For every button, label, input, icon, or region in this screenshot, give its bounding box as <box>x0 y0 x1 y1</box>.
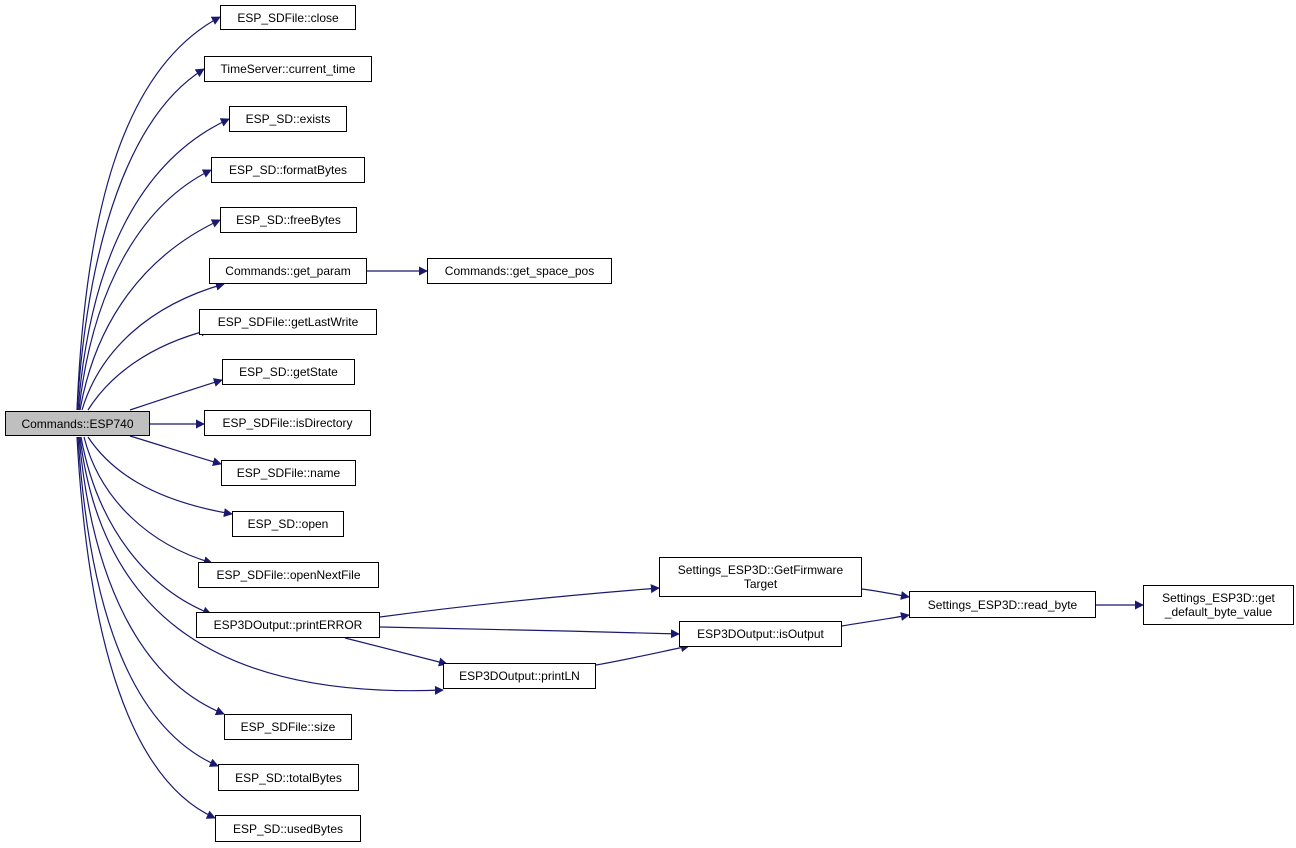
edge-println-isoutput <box>595 643 690 666</box>
node-esp-sd-getstate[interactable]: ESP_SD::getState <box>222 359 355 385</box>
edge-root-close <box>76 16 221 411</box>
edge-root-open <box>87 436 233 518</box>
edge-printerror-getfirmwaretarget <box>379 584 660 618</box>
edge-root-getstate <box>129 378 223 411</box>
node-label: ESP_SD::formatBytes <box>228 163 348 177</box>
node-settings-esp3d-getfirmwaretarget[interactable]: Settings_ESP3D::GetFirmware Target <box>659 557 862 597</box>
edge-root-usedbytes <box>76 436 216 819</box>
edge-root-size <box>78 436 225 716</box>
edge-isoutput-readbyte <box>841 612 910 627</box>
node-label: ESP3DOutput::isOutput <box>697 627 824 641</box>
edge-root-name <box>129 435 222 467</box>
node-esp-sdfile-getlastwrite[interactable]: ESP_SDFile::getLastWrite <box>199 309 377 335</box>
node-esp-sdfile-opennextfile[interactable]: ESP_SDFile::openNextFile <box>198 562 379 588</box>
node-esp-sd-usedbytes[interactable]: ESP_SD::usedBytes <box>215 815 361 842</box>
node-esp-sd-exists[interactable]: ESP_SD::exists <box>229 106 347 132</box>
node-label: ESP_SDFile::openNextFile <box>216 568 361 582</box>
edge-root-current-time <box>76 68 205 411</box>
node-label: ESP3DOutput::printLN <box>459 669 580 683</box>
edge-getfirmwaretarget-readbyte <box>861 588 910 600</box>
node-esp3doutput-println[interactable]: ESP3DOutput::printLN <box>443 663 596 689</box>
node-esp-sd-freebytes[interactable]: ESP_SD::freeBytes <box>220 207 357 233</box>
node-label: ESP3DOutput::printERROR <box>213 618 363 632</box>
edge-root-opennextfile <box>83 436 213 566</box>
node-label: Commands::get_param <box>225 264 351 278</box>
node-esp-sdfile-size[interactable]: ESP_SDFile::size <box>224 714 352 740</box>
node-esp-sdfile-close[interactable]: ESP_SDFile::close <box>220 5 356 30</box>
node-label: ESP_SD::totalBytes <box>235 770 342 785</box>
edge-root-formatbytes <box>78 169 212 411</box>
node-timeserver-current-time[interactable]: TimeServer::current_time <box>204 56 372 82</box>
edge-root-totalbytes <box>77 436 219 767</box>
node-commands-esp740: Commands::ESP740 <box>5 411 150 436</box>
edge-root-println <box>79 436 444 695</box>
node-label: Commands::ESP740 <box>21 416 134 431</box>
node-esp-sd-totalbytes[interactable]: ESP_SD::totalBytes <box>218 764 359 791</box>
node-label: ESP_SDFile::size <box>240 720 336 734</box>
node-esp-sd-formatbytes[interactable]: ESP_SD::formatBytes <box>211 157 365 183</box>
node-esp-sdfile-isdirectory[interactable]: ESP_SDFile::isDirectory <box>204 410 371 436</box>
node-label: ESP_SD::open <box>247 517 329 531</box>
node-esp-sdfile-name[interactable]: ESP_SDFile::name <box>221 460 356 486</box>
node-label: TimeServer::current_time <box>220 62 356 76</box>
edge-printerror-println <box>344 637 448 667</box>
node-label: ESP_SD::usedBytes <box>232 821 344 836</box>
node-commands-get-space-pos[interactable]: Commands::get_space_pos <box>427 258 612 284</box>
node-label: ESP_SD::exists <box>245 112 331 126</box>
edge-root-exists <box>77 118 230 411</box>
edge-root-getlastwrite <box>87 327 210 411</box>
edge-root-get-param <box>81 281 225 411</box>
node-esp3doutput-isoutput[interactable]: ESP3DOutput::isOutput <box>679 621 842 647</box>
node-label: ESP_SD::getState <box>239 365 338 379</box>
node-label-stack: Settings_ESP3D::GetFirmware Target <box>678 563 843 591</box>
node-label-line2: _default_byte_value <box>1164 605 1273 619</box>
edge-root-printerror <box>80 436 212 616</box>
node-settings-esp3d-read-byte[interactable]: Settings_ESP3D::read_byte <box>909 591 1096 618</box>
node-esp-sd-open[interactable]: ESP_SD::open <box>232 511 344 537</box>
node-label-line1: Settings_ESP3D::GetFirmware <box>677 563 844 577</box>
node-label: Commands::get_space_pos <box>444 264 595 278</box>
node-label: Settings_ESP3D::read_byte <box>927 597 1078 612</box>
edge-printerror-isoutput <box>379 626 680 639</box>
edge-root-freebytes <box>79 219 221 411</box>
node-label: ESP_SD::freeBytes <box>236 213 341 227</box>
node-label: ESP_SDFile::isDirectory <box>222 416 353 430</box>
node-label: ESP_SDFile::getLastWrite <box>217 315 359 329</box>
node-settings-esp3d-get-default-byte-value[interactable]: Settings_ESP3D::get _default_byte_value <box>1143 585 1294 625</box>
node-esp3doutput-printerror[interactable]: ESP3DOutput::printERROR <box>196 612 380 638</box>
node-label-line2: Target <box>743 577 778 591</box>
node-label-line1: Settings_ESP3D::get <box>1162 591 1275 605</box>
node-label-stack: Settings_ESP3D::get _default_byte_value <box>1162 591 1275 619</box>
node-label: ESP_SDFile::name <box>236 466 341 480</box>
node-commands-get-param[interactable]: Commands::get_param <box>209 258 367 284</box>
node-label: ESP_SDFile::close <box>237 10 339 25</box>
